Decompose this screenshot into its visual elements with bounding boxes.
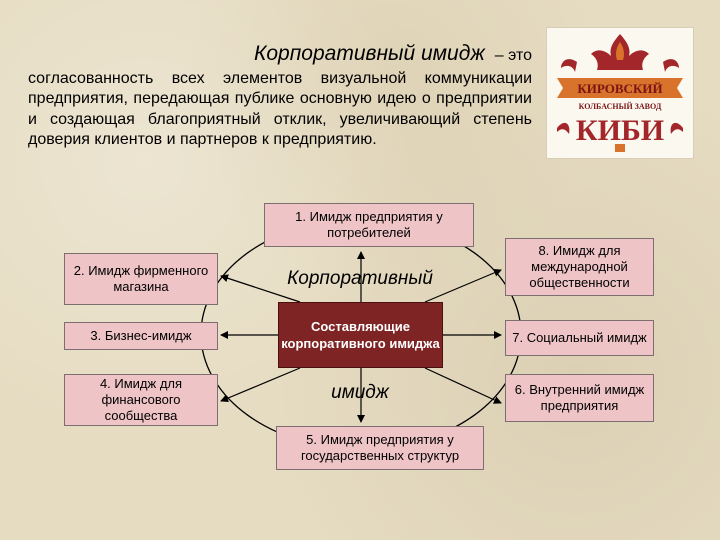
arrow-to-n2 bbox=[220, 274, 301, 303]
node-6: 6. Внутренний имидж предприятия bbox=[505, 374, 654, 422]
caption-top: Корпоративный bbox=[287, 268, 433, 289]
arrow-to-n4 bbox=[220, 367, 301, 402]
logo-brand: КИБИ bbox=[576, 114, 664, 147]
node-7: 7. Социальный имидж bbox=[505, 320, 654, 356]
definition-paragraph: Корпоративный имидж – это согласованность … bbox=[28, 42, 532, 151]
center-node: Составляющие корпоративного имиджа bbox=[278, 302, 443, 368]
arrow-to-n8 bbox=[424, 269, 502, 303]
node-5: 5. Имидж предприятия у государственных с… bbox=[276, 426, 484, 470]
logo-emblem-icon: КИРОВСКИЙ КОЛБАСНЫЙ ЗАВОД КИБИ bbox=[557, 34, 683, 152]
node-3: 3. Бизнес-имидж bbox=[64, 322, 218, 350]
node-2: 2. Имидж фирменного магазина bbox=[64, 253, 218, 305]
term-heading: Корпоративный имидж bbox=[254, 42, 485, 65]
definition-text: согласованность всех элементов визуально… bbox=[28, 69, 532, 149]
node-8: 8. Имидж для международной общественност… bbox=[505, 238, 654, 296]
caption-bottom: имидж bbox=[331, 382, 389, 403]
term-dash: – это bbox=[494, 47, 532, 64]
node-4: 4. Имидж для финансового сообщества bbox=[64, 374, 218, 426]
logo-line2: КОЛБАСНЫЙ ЗАВОД bbox=[579, 102, 662, 111]
definition-lead: Корпоративный имидж – это bbox=[28, 42, 532, 67]
company-logo: КИРОВСКИЙ КОЛБАСНЫЙ ЗАВОД КИБИ bbox=[546, 27, 694, 159]
node-1: 1. Имидж предприятия у потребителей bbox=[264, 203, 474, 247]
logo-line1: КИРОВСКИЙ bbox=[577, 81, 662, 96]
arrow-to-n6 bbox=[424, 367, 502, 404]
